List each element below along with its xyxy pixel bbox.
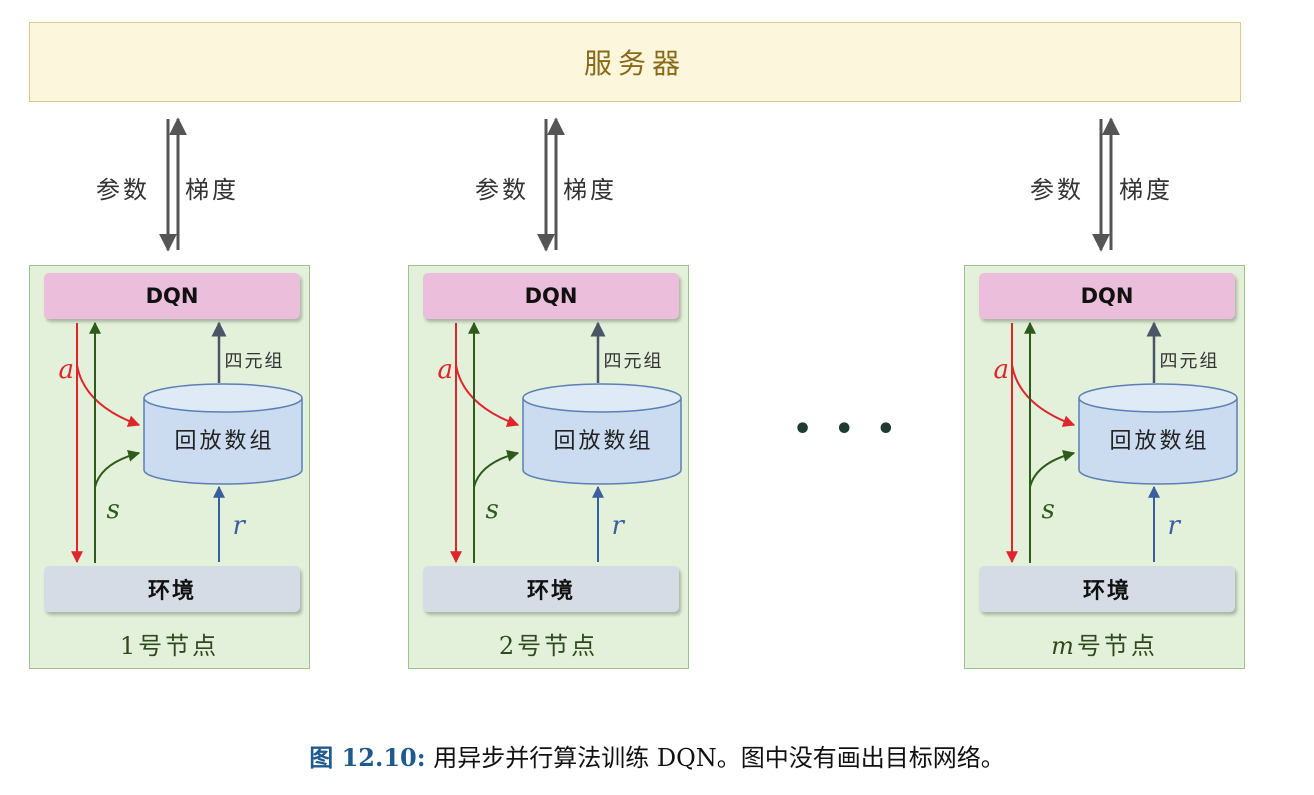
dqn-box: DQN bbox=[44, 273, 300, 319]
node-1-flow bbox=[71, 321, 303, 564]
grad-label-2: 梯度 bbox=[563, 176, 617, 204]
grad-label-1: 梯度 bbox=[185, 176, 239, 204]
link-m bbox=[1092, 117, 1120, 252]
node-m-flow bbox=[1006, 321, 1238, 564]
caption-text: 用异步并行算法训练 DQN。图中没有画出目标网络。 bbox=[425, 744, 1005, 772]
figure-caption: 图 12.10: 用异步并行算法训练 DQN。图中没有画出目标网络。 bbox=[0, 738, 1314, 773]
node-label: 1号节点 bbox=[119, 632, 220, 660]
node-2-flow bbox=[450, 321, 682, 564]
param-label-2: 参数 bbox=[475, 176, 529, 204]
replay-buffer-cylinder bbox=[522, 383, 682, 485]
node-label: 2号节点 bbox=[498, 632, 599, 660]
param-label-1: 参数 bbox=[96, 176, 150, 204]
replay-buffer-cylinder bbox=[1078, 383, 1238, 485]
server-label: 服务器 bbox=[583, 47, 686, 80]
link-2 bbox=[537, 117, 565, 252]
grad-label-m: 梯度 bbox=[1119, 176, 1173, 204]
env-box: 环境 bbox=[44, 566, 300, 612]
figure-number: 图 12.10: bbox=[309, 743, 426, 772]
node-label: m号节点 bbox=[1051, 632, 1158, 660]
link-1 bbox=[159, 117, 187, 252]
env-box: 环境 bbox=[979, 566, 1235, 612]
replay-buffer-cylinder bbox=[143, 383, 303, 485]
dqn-box: DQN bbox=[979, 273, 1235, 319]
server-box: 服务器 bbox=[29, 22, 1241, 102]
env-box: 环境 bbox=[423, 566, 679, 612]
ellipsis: • • • bbox=[793, 412, 902, 447]
dqn-box: DQN bbox=[423, 273, 679, 319]
param-label-m: 参数 bbox=[1030, 176, 1084, 204]
